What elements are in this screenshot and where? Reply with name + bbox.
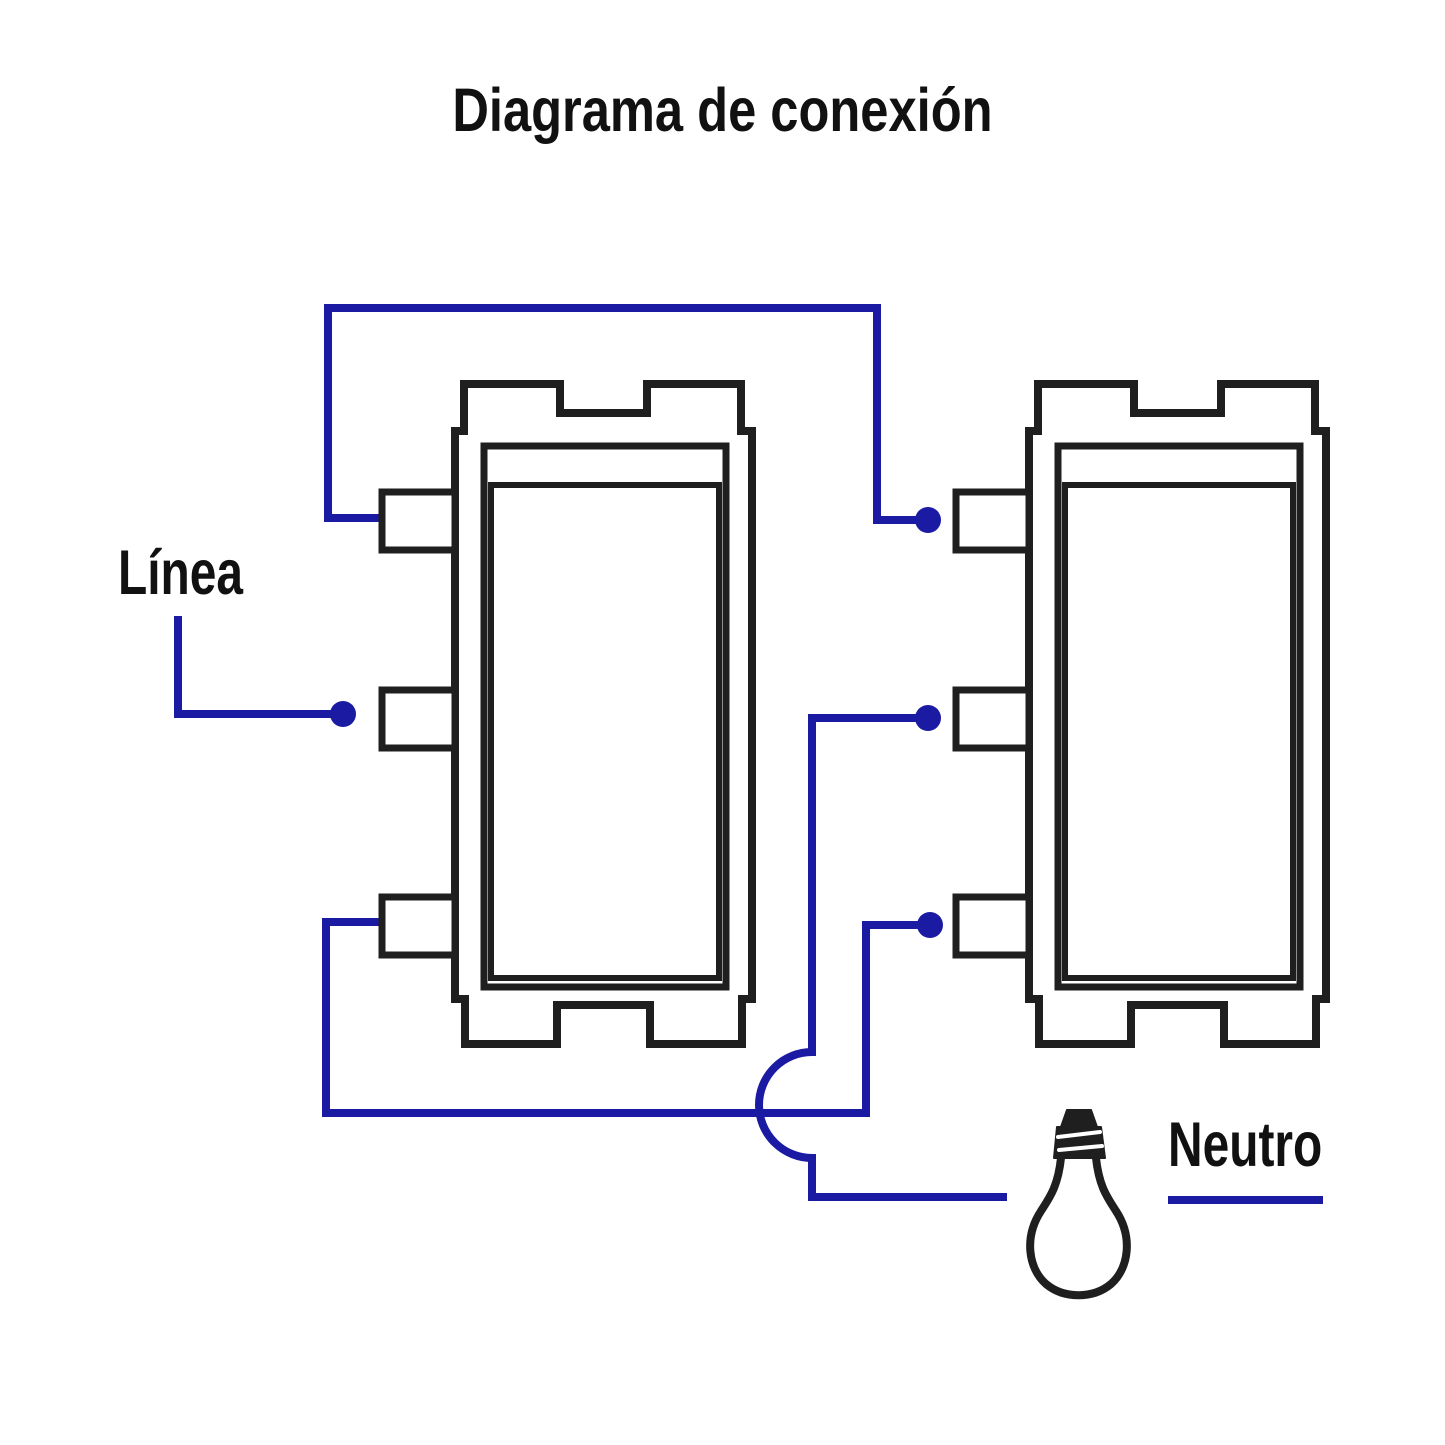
wire-traveler-top bbox=[324, 304, 924, 524]
label-neutro: Neutro bbox=[1168, 1114, 1371, 1177]
right-switch-outline bbox=[1025, 380, 1330, 1048]
dot-right-top-terminal bbox=[915, 507, 941, 533]
left-switch-rocker bbox=[488, 482, 722, 981]
label-linea: Línea bbox=[118, 542, 283, 605]
right-switch-terminal-middle bbox=[952, 686, 1033, 752]
bulb-screw-thread-slit bbox=[1057, 1144, 1104, 1152]
right-switch-terminal-bottom bbox=[952, 893, 1033, 959]
bulb-screw-thread-slit bbox=[1056, 1130, 1102, 1139]
dot-linea bbox=[330, 701, 356, 727]
label-neutro-text: Neutro bbox=[1168, 1110, 1323, 1180]
page-title: Diagrama de conexión bbox=[0, 80, 1445, 141]
right-switch-rocker bbox=[1062, 482, 1296, 981]
left-switch-outline bbox=[451, 380, 756, 1048]
left-switch-terminal-middle bbox=[378, 686, 459, 752]
dot-right-middle-terminal bbox=[915, 705, 941, 731]
right-switch bbox=[952, 380, 1330, 1048]
bulb-glass bbox=[1026, 1154, 1131, 1300]
light-bulb-icon bbox=[1026, 1109, 1131, 1300]
left-switch-frame bbox=[480, 442, 730, 991]
right-switch-frame bbox=[1054, 442, 1304, 991]
left-switch-terminal-bottom bbox=[378, 893, 459, 959]
wire-to-bulb bbox=[755, 714, 1007, 1201]
bulb-tip bbox=[1060, 1109, 1098, 1128]
right-switch-terminal-top bbox=[952, 488, 1033, 554]
left-switch bbox=[378, 380, 756, 1048]
page-title-text: Diagrama de conexión bbox=[452, 76, 993, 144]
wire-linea bbox=[174, 616, 340, 718]
left-switch-terminal-top bbox=[378, 488, 459, 554]
label-linea-text: Línea bbox=[118, 538, 244, 608]
wire-traveler-bottom bbox=[322, 918, 926, 1117]
dot-right-bottom-terminal bbox=[917, 912, 943, 938]
wires-group bbox=[174, 304, 1323, 1204]
